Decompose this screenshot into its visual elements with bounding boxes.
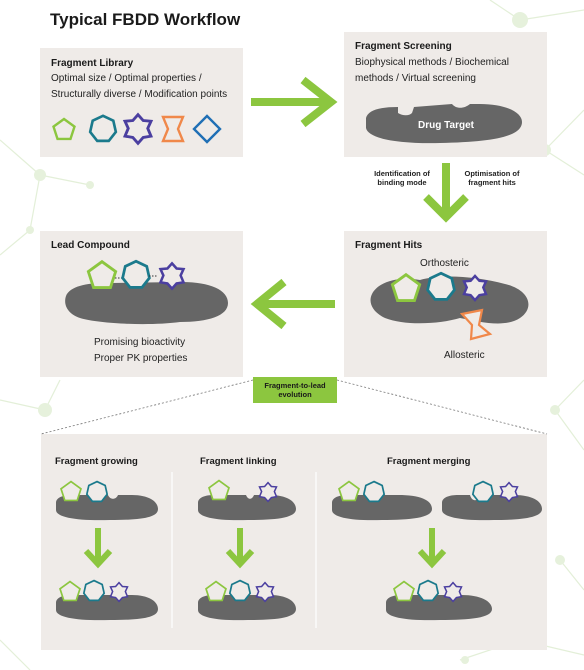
merging-arrow-icon — [417, 528, 447, 569]
page-title: Typical FBDD Workflow — [50, 10, 241, 29]
linking-after-target — [198, 579, 296, 621]
fragment-screening-line-2: methods / Virtual screening — [355, 73, 476, 84]
fragment-screening-title: Fragment Screening — [355, 41, 452, 52]
fragment-hits-title: Fragment Hits — [355, 240, 423, 251]
merging-before-target-2 — [442, 480, 542, 521]
library-pentagon-icon — [52, 117, 76, 141]
lead-compound-line-2: Proper PK properties — [94, 353, 188, 364]
drug-target-shape — [366, 104, 522, 144]
fragment-growing-title: Fragment growing — [55, 456, 138, 467]
arrow-left-icon — [250, 278, 335, 330]
library-diamond-icon — [192, 114, 222, 144]
lead-heptagon-icon — [121, 259, 151, 289]
lead-compound-title: Lead Compound — [51, 240, 130, 251]
drug-target-label: Drug Target — [418, 120, 475, 131]
fragment-screening-line-1: Biophysical methods / Biochemical — [355, 57, 509, 68]
linking-before-target — [198, 479, 296, 521]
growing-after-target — [56, 579, 158, 621]
merging-before-target-1 — [332, 480, 432, 521]
orthosteric-label: Orthosteric — [420, 258, 469, 269]
hits-pentagon-icon — [390, 273, 422, 303]
merging-after-target — [386, 579, 492, 621]
fragment-library-line-1: Optimal size / Optimal properties / — [51, 73, 202, 84]
growing-before-target — [56, 480, 158, 521]
fragment-linking-title: Fragment linking — [200, 456, 277, 467]
fragment-library-title: Fragment Library — [51, 58, 134, 69]
arrow-right-icon — [251, 76, 338, 128]
library-star-icon — [123, 113, 153, 145]
fragment-merging-title: Fragment merging — [387, 456, 471, 467]
hits-hourglass-icon — [459, 308, 493, 341]
arrow-down-icon — [423, 163, 469, 223]
library-heptagon-icon — [88, 114, 118, 143]
allosteric-label: Allosteric — [444, 350, 485, 361]
hits-heptagon-icon — [426, 271, 456, 301]
fragment-library-line-2: Structurally diverse / Modification poin… — [51, 89, 228, 100]
zoom-guide-lines — [40, 379, 548, 435]
library-hourglass-icon — [161, 115, 185, 143]
linking-arrow-icon — [225, 528, 255, 569]
lead-pentagon-icon — [86, 260, 118, 290]
lead-target-shape — [65, 282, 228, 325]
growing-arrow-icon — [83, 528, 113, 569]
lead-compound-line-1: Promising bioactivity — [94, 337, 186, 348]
